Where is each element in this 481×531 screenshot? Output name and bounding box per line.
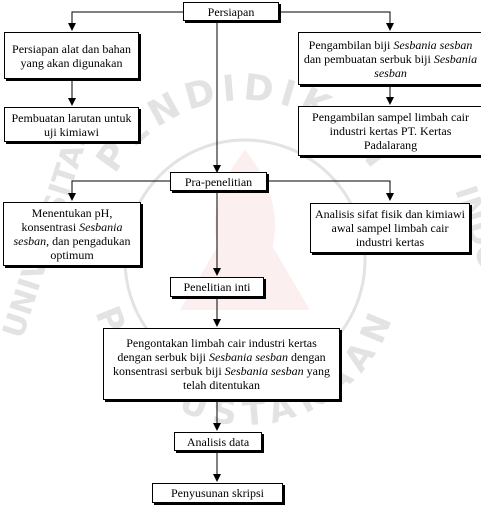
node-analisis-sifat: Analisis sifat fisik dan kimiawi awal sa…	[310, 203, 470, 253]
node-penelitian-inti-label: Penelitian inti	[183, 280, 251, 294]
node-persiapan: Persiapan	[183, 2, 279, 21]
connector-pra-left	[68, 180, 170, 201]
node-pengambilan-sampel-label: Pengambilan sampel limbah cair industri …	[312, 110, 469, 152]
node-pembuatan-larutan-label: Pembuatan larutan untuk uji kimiawi	[11, 110, 132, 139]
node-pengambilan-biji-label: Pengambilan biji Sesbania sesban dan pem…	[303, 37, 478, 80]
node-analisis-data: Analisis data	[174, 432, 262, 451]
node-pengambilan-biji: Pengambilan biji Sesbania sesban dan pem…	[298, 32, 481, 85]
node-pra-penelitian: Pra-penelitian	[170, 172, 267, 191]
node-pengontakan-label: Pengontakan limbah cair industri kertas …	[113, 336, 330, 392]
node-analisis-data-label: Analisis data	[186, 434, 250, 449]
connector-persiapan-right	[279, 11, 394, 31]
connector-pra-right	[267, 180, 394, 201]
node-penyusunan-skripsi-label: Penyusunan skripsi	[171, 486, 264, 500]
node-analisis-sifat-label: Analisis sifat fisik dan kimiawi awal sa…	[315, 207, 465, 249]
node-pengambilan-sampel: Pengambilan sampel limbah cair industri …	[298, 106, 481, 156]
node-penyusunan-skripsi: Penyusunan skripsi	[152, 483, 283, 503]
node-persiapan-label: Persiapan	[207, 4, 255, 19]
node-menentukan-ph: Menentukan pH, konsentrasi Sesbania sesb…	[3, 202, 141, 266]
node-pra-penelitian-label: Pra-penelitian	[184, 174, 253, 189]
node-penelitian-inti: Penelitian inti	[170, 277, 264, 297]
connector-persiapan-left	[68, 11, 183, 31]
node-pengontakan: Pengontakan limbah cair industri kertas …	[103, 328, 340, 400]
node-persiapan-alat: Persiapan alat dan bahan yang akan digun…	[4, 32, 139, 79]
node-menentukan-ph-label: Menentukan pH, konsentrasi Sesbania sesb…	[13, 206, 131, 262]
node-persiapan-alat-label: Persiapan alat dan bahan yang akan digun…	[12, 41, 131, 70]
node-pembuatan-larutan: Pembuatan larutan untuk uji kimiawi	[4, 107, 139, 142]
